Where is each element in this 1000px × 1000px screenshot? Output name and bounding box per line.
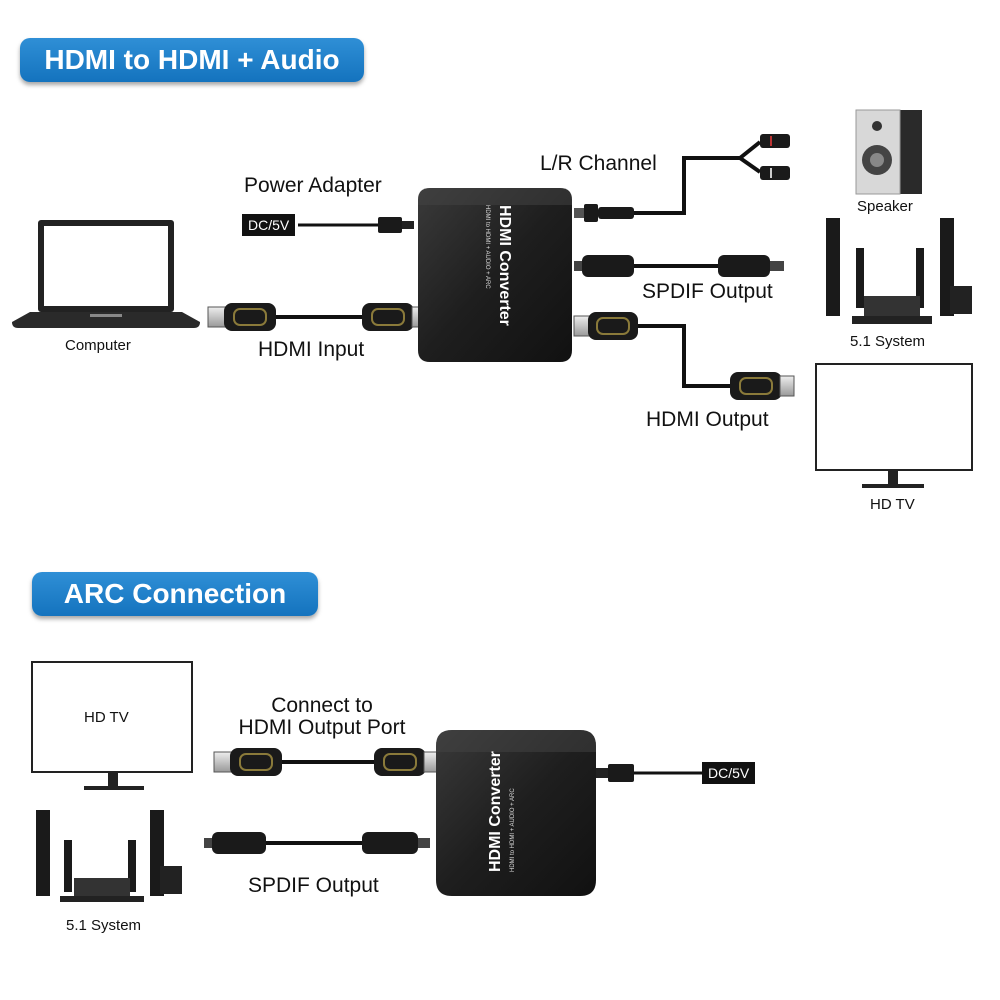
rca-cable — [574, 134, 790, 222]
label-dc-bottom: DC/5V — [702, 762, 756, 784]
label-speaker: Speaker — [857, 198, 913, 215]
label-system-bottom: 5.1 System — [66, 917, 142, 934]
hdmi-arc-cable — [213, 748, 439, 776]
device-name-bottom: HDMI Converter — [487, 751, 504, 872]
label-connect-to-2: HDMI Output Port — [238, 716, 406, 739]
label-lr-channel: L/R Channel — [540, 152, 657, 175]
tv-icon-top — [815, 363, 973, 488]
spdif-cable-bottom — [204, 832, 430, 854]
section-title-arc: ARC Connection — [32, 572, 318, 616]
laptop-icon — [12, 220, 200, 328]
hdmi-input-cable — [207, 303, 427, 331]
label-hdmi-output: HDMI Output — [646, 408, 769, 431]
surround-system-icon-top — [826, 218, 972, 324]
label-dc-top: DC/5V — [242, 214, 296, 236]
dc-power-cable — [298, 217, 414, 233]
converter-device-bottom: HDMI Converter HDMI to HDMI + AUDIO + AR… — [436, 730, 596, 896]
label-connect-to-1: Connect to — [271, 694, 373, 717]
label-hdmi-input: HDMI Input — [258, 338, 365, 361]
surround-system-icon-bottom — [36, 810, 182, 902]
label-spdif-output-top: SPDIF Output — [642, 280, 773, 303]
tv-icon-bottom — [31, 661, 193, 790]
label-spdif-output-bottom: SPDIF Output — [248, 874, 379, 897]
label-computer: Computer — [65, 337, 131, 354]
dc-power-cable-bottom — [596, 764, 702, 782]
hdmi-output-cable — [573, 312, 795, 400]
label-hdtv-top: HD TV — [870, 496, 915, 513]
spdif-cable-top — [574, 255, 784, 277]
converter-device-top: HDMI Converter HDMI to HDMI + AUDIO + AR… — [418, 188, 572, 362]
label-power-adapter: Power Adapter — [244, 174, 382, 197]
label-system-top: 5.1 System — [850, 333, 926, 350]
speaker-icon — [855, 109, 922, 195]
device-subtitle: HDMI to HDMI + AUDIO + ARC — [484, 205, 490, 289]
section-title-hdmi-audio: HDMI to HDMI + Audio — [20, 38, 364, 82]
label-hdtv-bottom: HD TV — [84, 709, 129, 726]
device-name: HDMI Converter — [496, 205, 513, 326]
device-subtitle-bottom: HDMI to HDMI + AUDIO + ARC — [510, 788, 516, 872]
